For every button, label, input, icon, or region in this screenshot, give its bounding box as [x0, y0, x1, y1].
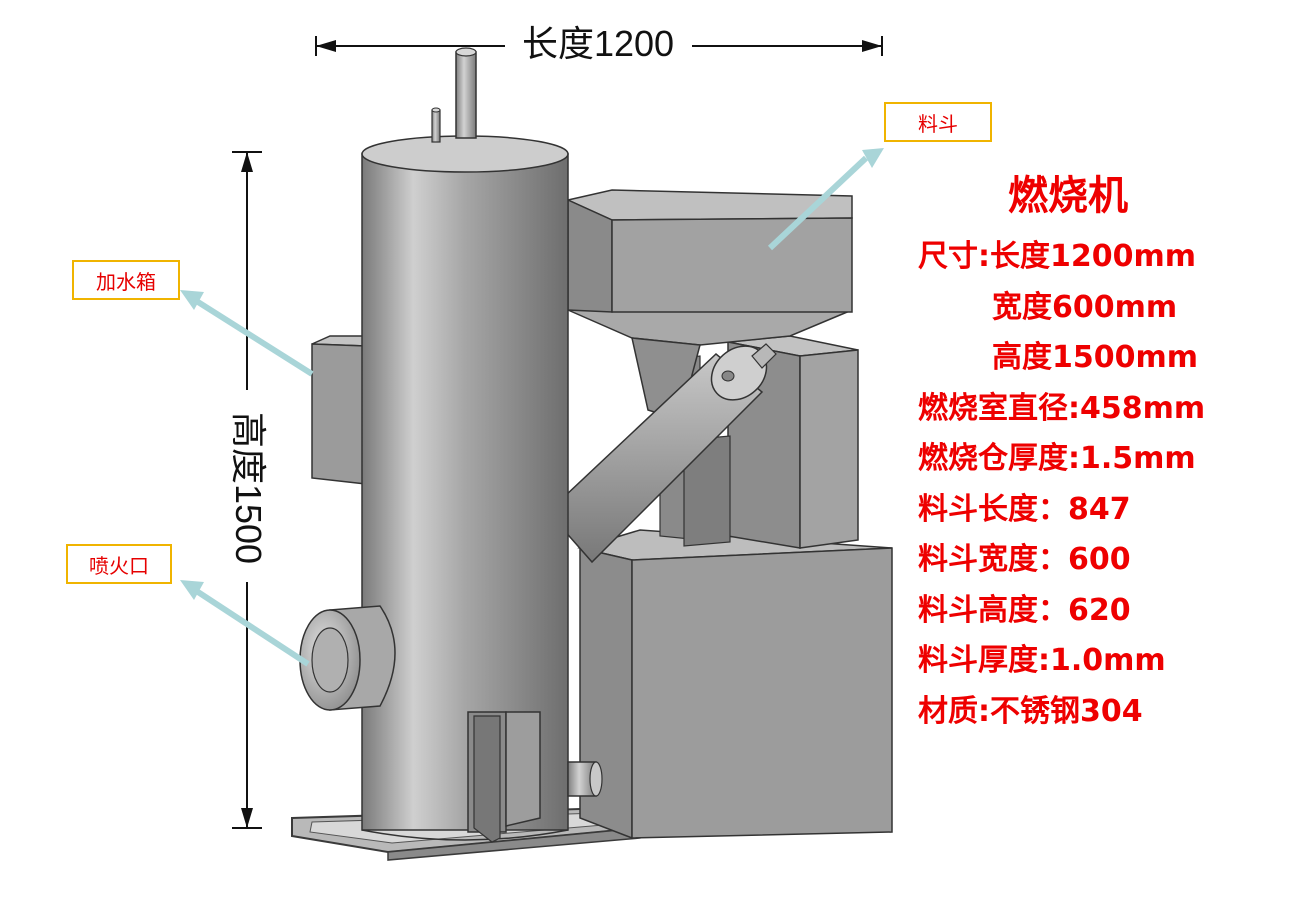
hopper-callout: 料斗	[884, 102, 992, 142]
nozzle-arrow	[180, 580, 310, 667]
spec-line-size-width: 宽度600mm	[992, 289, 1178, 325]
lower-cabinet	[577, 529, 893, 840]
nozzle-callout-label: 喷火口	[89, 553, 149, 578]
water-tank-callout: 加水箱	[72, 260, 180, 300]
spec-line-chamber-thickness: 燃烧仓厚度:1.5mm	[918, 441, 1196, 476]
water-tank-box	[311, 335, 367, 485]
auger-tube	[546, 343, 777, 564]
spec-line-size-length: 尺寸:长度1200mm	[918, 239, 1197, 274]
water-tank-arrow	[180, 290, 314, 377]
water-tank-callout-label: 加水箱	[96, 269, 156, 294]
ash-door	[467, 711, 541, 843]
spec-line-hopper-width: 料斗宽度：600	[918, 542, 1131, 577]
hopper-callout-label: 料斗	[918, 111, 958, 136]
hopper-arrow	[767, 148, 884, 251]
spec-line-chamber-diameter: 燃烧室直径:458mm	[918, 390, 1206, 426]
spec-panel: 燃烧机 尺寸:长度1200mm 宽度600mm 高度1500mm 燃烧室直径:4…	[918, 168, 1288, 737]
height-dimension-label: 高度1500	[228, 412, 269, 564]
hopper-box	[565, 189, 853, 313]
spec-line-hopper-thickness: 料斗厚度:1.0mm	[918, 643, 1166, 678]
spec-line-hopper-length: 料斗长度：847	[918, 491, 1131, 527]
spec-line-hopper-height: 料斗高度：620	[918, 592, 1131, 628]
top-pipes	[431, 47, 477, 143]
spec-line-material: 材质:不锈钢304	[918, 693, 1143, 729]
spec-title: 燃烧机	[1008, 173, 1128, 219]
spec-line-size-height: 高度1500mm	[992, 340, 1199, 375]
fire-nozzle	[299, 605, 396, 711]
length-dimension: 长度1200	[315, 23, 883, 64]
height-dimension: 高度1500	[228, 151, 269, 829]
length-dimension-label: 长度1200	[522, 23, 674, 64]
side-pipe	[567, 761, 603, 797]
nozzle-callout: 喷火口	[66, 544, 172, 584]
